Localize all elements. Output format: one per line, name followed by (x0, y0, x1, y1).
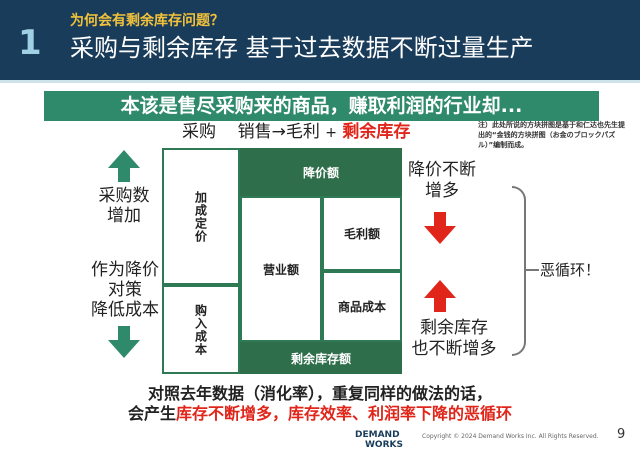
block-puzzle-diagram: 加成定价 购入成本 降价额 营业额 毛利额 商品成本 剩余库存额 (162, 148, 402, 374)
label-revenue: 营业额 (262, 262, 299, 277)
slide-subtitle: 为何会有剩余库存问题？ (70, 13, 224, 29)
left-text-cost-reduction: 作为降价 对策 降低成本 (91, 260, 159, 320)
arrow-down-icon (108, 326, 140, 358)
formula-line: 采购 销售→毛利 + 剩余库存 (182, 122, 410, 143)
headline-banner: 本该是售尽采购来的商品，赚取利润的行业却... (44, 91, 599, 121)
box-markup-pricing: 加成定价 (162, 148, 240, 285)
box-product-cost: 商品成本 (322, 271, 402, 342)
arrow-down-red-icon (424, 212, 456, 244)
label-surplus-inventory: 剩余库存额 (290, 351, 351, 366)
label-discount: 降价额 (302, 165, 339, 180)
conclusion-line-1: 对照去年数据（消化率），重复同样的做法的话， (147, 384, 492, 403)
vicious-cycle-label: 恶循环！ (540, 261, 601, 279)
box-discount: 降价额 (240, 148, 402, 196)
conclusion-prefix: 会产生 (127, 404, 176, 423)
formula-sales-profit: 销售→毛利 (237, 122, 320, 142)
label-markup-pricing: 加成定价 (193, 190, 208, 243)
company-logo: DEMAND WORKS (355, 430, 403, 450)
conclusion-red: 库存不断增多，库存效率、利润率下降的恶循环 (176, 404, 513, 423)
logo-line-1: DEMAND (355, 430, 400, 440)
slide-title: 采购与剩余库存 基于过去数据不断过量生产 (70, 34, 534, 62)
label-product-cost: 商品成本 (337, 300, 386, 314)
right-text-discount-increase: 降价不断 增多 (408, 160, 476, 201)
left-text-purchase-increase: 采购数 增加 (98, 186, 150, 226)
footnote: 注）此处所说的方块拼图是基于和仁达也先生提出的“金钱的方块拼图（お金のブロックパ… (478, 121, 625, 149)
box-purchase-cost: 购入成本 (162, 285, 240, 374)
bracket (512, 186, 526, 356)
label-purchase-cost: 购入成本 (193, 303, 208, 356)
copyright: Copyright © 2024 Demand Works Inc. All R… (422, 433, 599, 440)
section-number: 1 (18, 23, 42, 63)
box-surplus-inventory: 剩余库存额 (240, 342, 402, 374)
arrow-up-icon (108, 150, 140, 182)
label-gross-profit: 毛利额 (343, 227, 380, 241)
box-revenue: 营业额 (240, 196, 322, 342)
header-stripe (0, 80, 640, 83)
bracket-tip (525, 269, 539, 271)
logo-line-2: WORKS (365, 440, 403, 450)
formula-purchase: 采购 (182, 122, 216, 142)
conclusion-line-2: 会产生库存不断增多，库存效率、利润率下降的恶循环 (0, 404, 640, 424)
formula-surplus: 剩余库存 (342, 122, 411, 142)
formula-plus: + (325, 125, 338, 141)
arrow-up-red-icon (424, 280, 456, 312)
page-number: 9 (617, 427, 626, 442)
header-bar (0, 0, 640, 80)
right-text-surplus-increase: 剩余库存 也不断增多 (411, 318, 497, 359)
box-gross-profit: 毛利额 (322, 196, 402, 271)
